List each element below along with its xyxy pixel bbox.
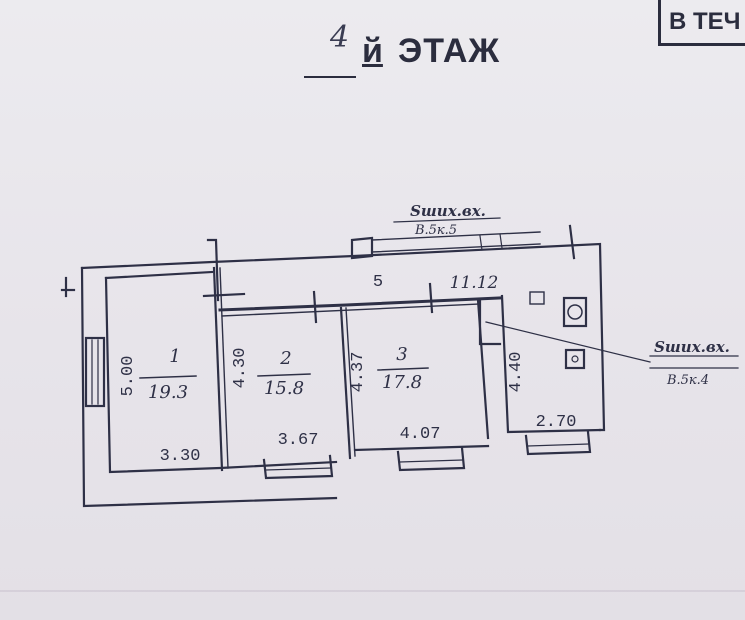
floor-number: 4: [330, 20, 350, 55]
window-room2: [262, 454, 334, 480]
window-room3: [396, 446, 466, 472]
room-2-depth: 4.30: [231, 348, 250, 389]
corridor-wall-top: [104, 270, 214, 280]
floor-label: ЭТАЖ: [398, 32, 501, 70]
floor-suffix: й: [362, 32, 383, 70]
room-1-area: 19.3: [148, 382, 188, 403]
paper-fold: [0, 590, 745, 592]
corridor-wall-bottom-2: [221, 303, 481, 317]
room-2-width: 3.67: [278, 431, 319, 450]
room-1-depth: 5.00: [119, 356, 138, 397]
floor-number-underline: [304, 76, 356, 78]
floor-title: 4 й ЭТАЖ: [300, 18, 540, 80]
right-note-line2: В.5к.4: [666, 373, 709, 388]
room-3-area: 17.8: [382, 372, 422, 393]
bath-box: [478, 298, 502, 346]
room-3-number: 3: [396, 344, 407, 365]
sink-icon: [562, 296, 588, 328]
stamp: В ТЕЧ: [658, 0, 745, 46]
stove-icon: [564, 348, 586, 370]
corridor-label: 5: [373, 273, 383, 292]
top-note-line1: Sших.вх.: [410, 202, 486, 220]
room3-bottom: [353, 444, 490, 452]
kitchen-width: 2.70: [536, 413, 577, 432]
right-note-line1: Sших.вх.: [654, 338, 730, 356]
corridor-wall-bottom: [218, 296, 502, 312]
room-1-number: 1: [169, 346, 180, 367]
room-3-depth: 4.37: [349, 352, 368, 393]
room-1-width: 3.30: [160, 447, 201, 466]
window-kitchen: [524, 430, 592, 456]
right-note-leader: [485, 321, 651, 363]
room-3-width: 4.07: [400, 425, 441, 444]
room-2-area: 15.8: [264, 378, 304, 399]
outer-wall-left: [80, 266, 338, 508]
room-2-number: 2: [279, 348, 291, 369]
stamp-text: В ТЕЧ: [669, 8, 741, 35]
wall-room2-room3-b: [345, 307, 356, 457]
vent-block: [350, 236, 374, 260]
outer-wall: [80, 242, 606, 432]
corridor-length: 11.12: [450, 273, 499, 293]
wall-room1-room2: [212, 266, 224, 472]
wall-room2-room3: [339, 306, 352, 460]
wall-room1-room2-b: [219, 267, 229, 469]
inner-wall-left: [104, 276, 338, 474]
top-note-line2: В.5к.5: [414, 223, 457, 238]
kitchen-depth: 4.40: [507, 352, 526, 393]
kitchen-wall-left: [500, 294, 602, 434]
